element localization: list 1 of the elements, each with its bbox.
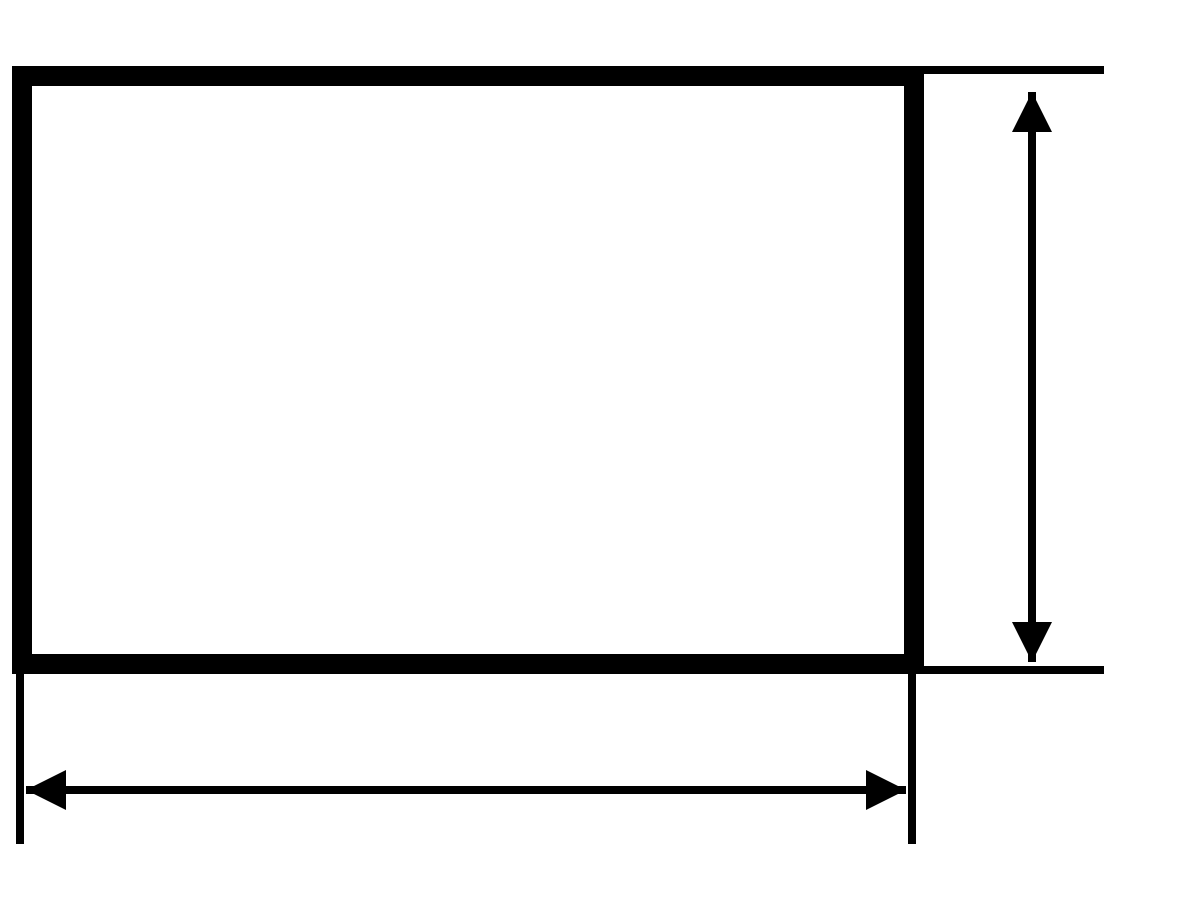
rectangle-shape <box>12 66 924 674</box>
